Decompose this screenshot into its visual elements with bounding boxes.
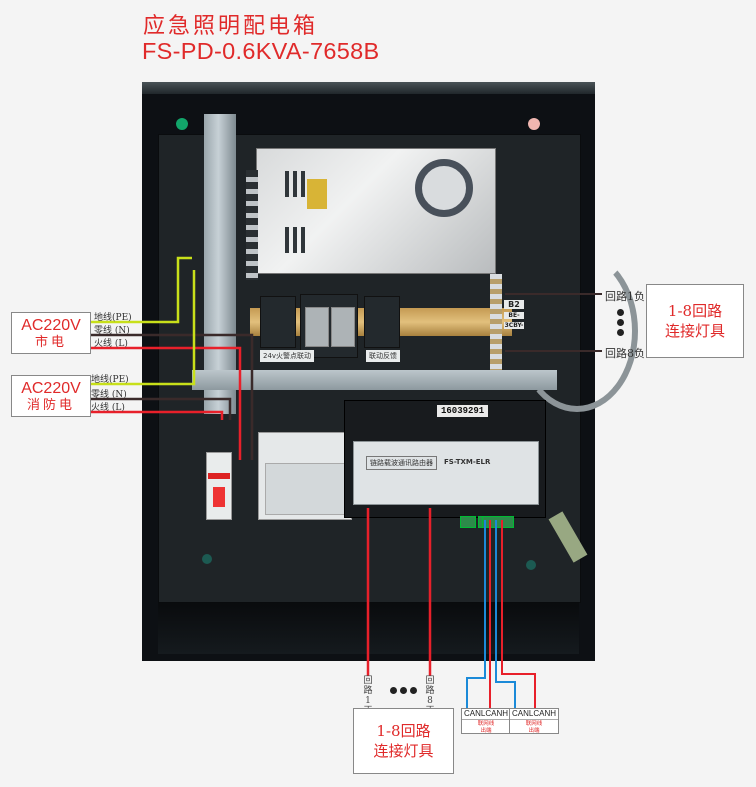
loop8-neg-label: 回路8负 — [605, 347, 645, 360]
ellipsis-vertical-icon — [617, 309, 624, 339]
busbar-tag: BE- — [504, 312, 524, 319]
horizontal-cable-duct — [192, 370, 557, 390]
can-port-header: CANLCANH — [462, 709, 510, 720]
controller-serial: 16039291 — [437, 405, 489, 417]
busbar-tag: 3CBY- — [504, 322, 524, 329]
controller-name: 链路载波通讯路由器 — [366, 456, 437, 470]
mount-hole-icon — [526, 560, 536, 570]
fan-icon — [415, 159, 473, 217]
vertical-cable-duct — [204, 114, 236, 414]
source-box-mains: AC220V 市电 — [11, 312, 91, 354]
can-port-sub: 联网线 — [477, 721, 495, 727]
output-box-line1: 1-8回路 — [667, 302, 723, 320]
busbar-tag: B2 — [504, 300, 524, 309]
right-output-box: 1-8回路 连接灯具 — [646, 284, 744, 358]
source-voltage: AC220V — [21, 317, 81, 334]
can-port-sub: 出端 — [480, 728, 492, 734]
switching-module — [258, 432, 352, 520]
terminal-connector — [460, 516, 476, 528]
psu-terminal-strip — [246, 170, 258, 280]
can-port-sub: 联网线 — [525, 721, 543, 727]
psu-sticker — [307, 179, 327, 209]
controller-unit: 16039291 链路载波通讯路由器 FS-TXM-ELR — [344, 400, 546, 518]
relay-left-tag: 24v火警点联动 — [260, 350, 315, 362]
can-port-sub: 出端 — [528, 728, 540, 734]
terminal-block — [364, 296, 400, 348]
source-box-fire: AC220V 消防电 — [11, 375, 91, 417]
loop1-neg-label: 回路1负 — [605, 290, 645, 303]
title-model: FS-PD-0.6KVA-7658B — [142, 38, 380, 64]
can-terminal-connector — [482, 516, 514, 528]
wire-label-pe: 地线(PE) — [94, 313, 132, 323]
source-name: 市电 — [34, 335, 67, 350]
can-port-box: CANLCANH 联网线 出端 — [509, 708, 559, 734]
circuit-breaker — [206, 452, 232, 520]
negative-busbar — [490, 274, 502, 378]
wire-label-n: 零线 (N) — [94, 326, 130, 336]
can-port-header: CANLCANH — [510, 709, 558, 720]
bottom-output-box: 1-8回路 连接灯具 — [353, 708, 454, 774]
cabinet-top-edge — [142, 82, 595, 94]
breaker-switch-icon — [213, 487, 225, 507]
ellipsis-horizontal-icon — [390, 687, 417, 694]
mount-hole-icon — [202, 554, 212, 564]
wire-label-l: 火线 (L) — [91, 403, 125, 413]
relay-right-tag: 联动反馈 — [366, 350, 400, 362]
controller-model: FS-TXM-ELR — [444, 458, 491, 466]
output-box-line2: 连接灯具 — [664, 322, 725, 340]
relay-block — [300, 294, 358, 358]
red-indicator-icon — [528, 118, 540, 130]
wire-label-n: 零线 (N) — [91, 390, 127, 400]
title-cn: 应急照明配电箱 — [143, 14, 319, 39]
cable-loop — [516, 250, 638, 412]
wire-label-pe: 地线(PE) — [91, 375, 129, 385]
wire-label-l: 火线 (L) — [94, 339, 128, 349]
source-voltage: AC220V — [21, 380, 81, 397]
power-supply-unit — [256, 148, 496, 274]
cabinet-photo: 24v火警点联动 联动反馈 B2 BE- 3CBY- 16039291 链路载波… — [142, 82, 638, 661]
terminal-block — [260, 296, 296, 348]
output-box-line1: 1-8回路 — [376, 722, 431, 740]
source-name: 消防电 — [26, 398, 75, 413]
output-box-line2: 连接灯具 — [373, 742, 434, 760]
can-port-box: CANLCANH 联网线 出端 — [461, 708, 511, 734]
green-indicator-icon — [176, 118, 188, 130]
cabinet-bottom — [158, 602, 579, 654]
